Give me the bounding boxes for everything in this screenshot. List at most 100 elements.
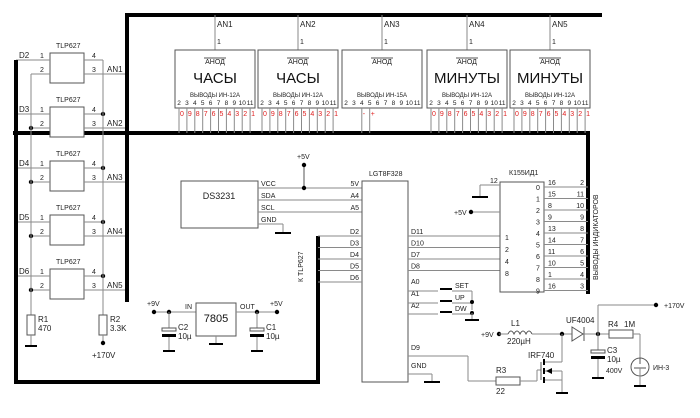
indicator-pin-number: 4 bbox=[445, 100, 449, 107]
indicator-digit-label: 5 bbox=[303, 111, 307, 118]
indicator-pin-number: 10 bbox=[491, 100, 499, 107]
indicator-digit-label: 6 bbox=[464, 111, 468, 118]
mcu-pin-right: D8 bbox=[411, 264, 420, 271]
segment-bus bbox=[13, 131, 590, 294]
r1-name: R1 bbox=[38, 315, 49, 324]
indicator-pin-number: 9 bbox=[399, 100, 403, 107]
indicator-digit-label: 9 bbox=[523, 111, 527, 118]
opto-pin3: 3 bbox=[92, 121, 96, 128]
indicator-digit-label: 2 bbox=[326, 111, 330, 118]
decoder-gnd-pin: 12 bbox=[490, 178, 498, 185]
indicator-pin-number: 7 bbox=[217, 100, 221, 107]
r4-value: 1M bbox=[624, 320, 635, 329]
opto-pin1: 1 bbox=[40, 215, 44, 222]
indicator-pin-number: 6 bbox=[461, 100, 465, 107]
opto-output-label: AN4 bbox=[107, 227, 123, 236]
indicator-pin-number: 2 bbox=[177, 100, 181, 107]
indicator-digit-label: 8 bbox=[531, 111, 535, 118]
rtc-pin-sda: SDA bbox=[261, 193, 276, 200]
decoder-input-label: 8 bbox=[505, 271, 509, 278]
indicator-pin-number: 6 bbox=[209, 100, 213, 107]
button-up[interactable]: UP bbox=[408, 295, 474, 304]
indicator-anode-label: АНОД bbox=[372, 59, 392, 66]
decoder-indicator-pin: 6 bbox=[580, 249, 584, 256]
indicator-pin-number: 7 bbox=[300, 100, 304, 107]
mcu-pin-right: A0 bbox=[411, 279, 420, 286]
opto-output-label: AN1 bbox=[107, 65, 123, 74]
indicator-anode-net: AN2 bbox=[300, 20, 316, 29]
opto-label: TLP627 bbox=[56, 151, 81, 158]
resistor-r1: R1 470 bbox=[25, 294, 52, 347]
lamp-label: ИН-3 bbox=[653, 365, 669, 372]
indicator-digit-label: 8 bbox=[279, 111, 283, 118]
indicator-anode-net: AN1 bbox=[217, 20, 233, 29]
indicator-digit-label: 9 bbox=[188, 111, 192, 118]
c2-value: 10µ bbox=[178, 332, 192, 341]
indicator-pins-label: ВЫВОДЫ ИН-15А bbox=[357, 93, 407, 99]
indicator-pin-number: 5 bbox=[536, 100, 540, 107]
indicator-anode-net: AN3 bbox=[384, 20, 400, 29]
opto-pin1: 1 bbox=[40, 107, 44, 114]
indicator-digit-label: 3 bbox=[487, 111, 491, 118]
decoder-chip-pin: 14 bbox=[548, 238, 556, 245]
button-dw[interactable]: DW bbox=[408, 306, 479, 321]
opto-pin3: 3 bbox=[92, 283, 96, 290]
button-up-label: UP bbox=[455, 295, 465, 302]
decoder-supply: +5V bbox=[454, 210, 467, 217]
decoder-chip-pin: 16 bbox=[548, 180, 556, 187]
c2-name: C2 bbox=[178, 323, 189, 332]
opto-pin4: 4 bbox=[92, 215, 96, 222]
reg-in-label: IN bbox=[185, 304, 192, 311]
r3-name: R3 bbox=[496, 366, 507, 375]
opto-output-label: AN3 bbox=[107, 173, 123, 182]
c1-value: 10µ bbox=[266, 332, 280, 341]
mcu-pin-right: D11 bbox=[411, 229, 423, 236]
mcu-pin-a5: A5 bbox=[350, 205, 359, 212]
opto-pin4: 4 bbox=[92, 53, 96, 60]
indicator-pin-number: 2 bbox=[512, 100, 516, 107]
indicator-anode-pin: 1 bbox=[384, 39, 388, 46]
indicator-pin-number: 9 bbox=[567, 100, 571, 107]
mcu-pin-left: D6 bbox=[350, 275, 359, 282]
opto-pin2: 2 bbox=[40, 175, 44, 182]
indicator-digit-label: 0 bbox=[432, 111, 436, 118]
opto-output-label: AN5 bbox=[107, 281, 123, 290]
decoder-input-label: 1 bbox=[505, 235, 509, 242]
indicator-digit-label: 8 bbox=[448, 111, 452, 118]
opto-output-label: AN2 bbox=[107, 119, 123, 128]
indicator-digit-label: 7 bbox=[456, 111, 460, 118]
indicator-digit-label: 6 bbox=[547, 111, 551, 118]
indicator-digit-label: 1 bbox=[334, 111, 338, 118]
indicator-pin-number: 8 bbox=[477, 100, 481, 107]
opto-pin3: 3 bbox=[92, 67, 96, 74]
indicator-pins-label: ВЫВОДЫ ИН-12А bbox=[442, 93, 492, 99]
indicator-anode-label: АНОД bbox=[205, 59, 225, 66]
indicator-pin-number: 10 bbox=[574, 100, 582, 107]
button-dw-label: DW bbox=[455, 306, 467, 313]
mcu-pin-right: GND bbox=[411, 363, 427, 370]
opto-pin4: 4 bbox=[92, 161, 96, 168]
rtc-supply-label: +5V bbox=[297, 154, 310, 161]
gate-drive: R3 22 bbox=[408, 355, 538, 396]
indicator-pin-number: 11 bbox=[499, 100, 506, 107]
indicator-pin-number: 11 bbox=[414, 100, 421, 107]
decoder-indicator-pin: 7 bbox=[580, 238, 584, 245]
indicator-pin-number: 2 bbox=[429, 100, 433, 107]
decoder-output-number: 6 bbox=[536, 254, 540, 261]
decoder-output-number: 2 bbox=[536, 208, 540, 215]
indicator-digit-label: 9 bbox=[271, 111, 275, 118]
indicator-pin-number: 8 bbox=[560, 100, 564, 107]
rtc-pin-vcc: VCC bbox=[261, 181, 276, 188]
decoder-chip-pin: 15 bbox=[548, 192, 556, 199]
indicator-digit-label: 4 bbox=[562, 111, 566, 118]
opto-pin2: 2 bbox=[40, 67, 44, 74]
mcu-pin-right: D7 bbox=[411, 252, 420, 259]
c3-voltage: 400V bbox=[606, 368, 623, 375]
decoder-indicator-pin: 8 bbox=[580, 226, 584, 233]
indicator-anode-pin: 1 bbox=[469, 39, 473, 46]
indicator-pins-label: ВЫВОДЫ ИН-12А bbox=[190, 93, 240, 99]
indicator-title: МИНУТЫ bbox=[434, 70, 500, 87]
resistor-r4: R4 1M bbox=[608, 320, 641, 360]
decoder-bus-label: ВЫВОДЫ ИНДИКАТОРОВ bbox=[593, 194, 600, 280]
